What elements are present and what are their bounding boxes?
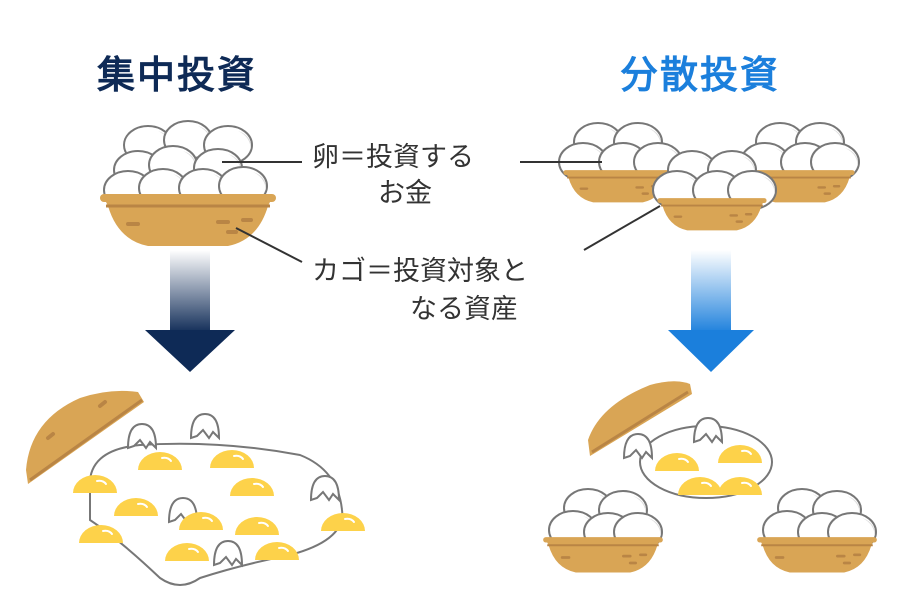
basket-leader-right [583, 205, 661, 251]
arrow-down-icon-left [145, 250, 235, 372]
basket-label-line1: カゴ＝投資対象と [312, 256, 528, 287]
basket-label-line2: なる資産 [410, 294, 518, 325]
basket-leader-left [235, 227, 303, 263]
egg-label-line1: 卵＝投資する [312, 142, 474, 173]
right-bottom-basket-right [755, 488, 879, 574]
left-overturned-basket [26, 390, 144, 484]
concentrated-investment-title: 集中投資 [97, 53, 258, 97]
left-broken-eggs [72, 413, 366, 586]
right-bottom-basket-left [541, 488, 665, 574]
left-full-basket [98, 120, 278, 248]
right-broken-eggs [623, 417, 773, 499]
arrow-down-icon-right [668, 250, 754, 372]
right-overturned-basket [588, 381, 692, 456]
diversified-investment-title: 分散投資 [620, 53, 781, 97]
egg-label-line2: お金 [378, 178, 432, 209]
